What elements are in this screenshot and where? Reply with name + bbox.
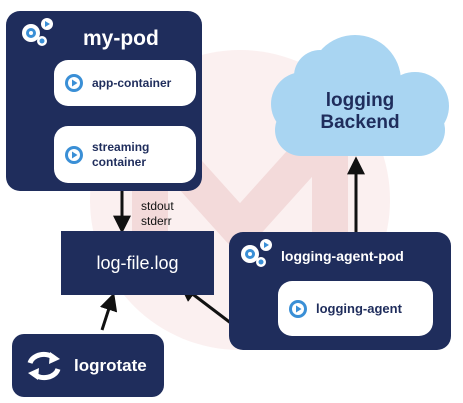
gear-play-icon: [65, 145, 83, 164]
rotate-arrows-icon: [27, 351, 61, 380]
backend-label: logging Backend: [320, 90, 400, 133]
gear-play-icon: [289, 299, 307, 318]
gear-play-icon: [65, 74, 83, 92]
logging-agent-pod-box: logging-agent-pod logging-agent: [229, 232, 451, 350]
app-container-label: app-container: [92, 75, 172, 90]
logrotate-label: logrotate: [74, 355, 147, 375]
logging-agent-card: logging-agent: [278, 281, 433, 336]
streaming-container-label: streaming container: [92, 139, 150, 169]
streaming-container-card: streaming container: [54, 126, 196, 183]
gears-icon: [22, 18, 53, 46]
agent-pod-title: logging-agent-pod: [281, 248, 404, 264]
logrotate-box: logrotate: [12, 334, 164, 397]
log-file-label: log-file.log: [96, 252, 179, 273]
stdout-label: stdout: [141, 199, 174, 213]
stream-labels: stdout stderr: [141, 199, 174, 229]
gears-icon: [241, 239, 272, 267]
my-pod-box: my-pod app-container streaming container: [6, 11, 202, 191]
logging-backend-cloud: [271, 35, 449, 156]
app-container-card: app-container: [54, 60, 196, 106]
stderr-label: stderr: [141, 214, 172, 228]
logging-agent-label: logging-agent: [316, 301, 402, 316]
logrotate-arrow: [100, 292, 118, 331]
pod-title: my-pod: [83, 27, 159, 50]
log-file-box: log-file.log: [61, 231, 214, 295]
